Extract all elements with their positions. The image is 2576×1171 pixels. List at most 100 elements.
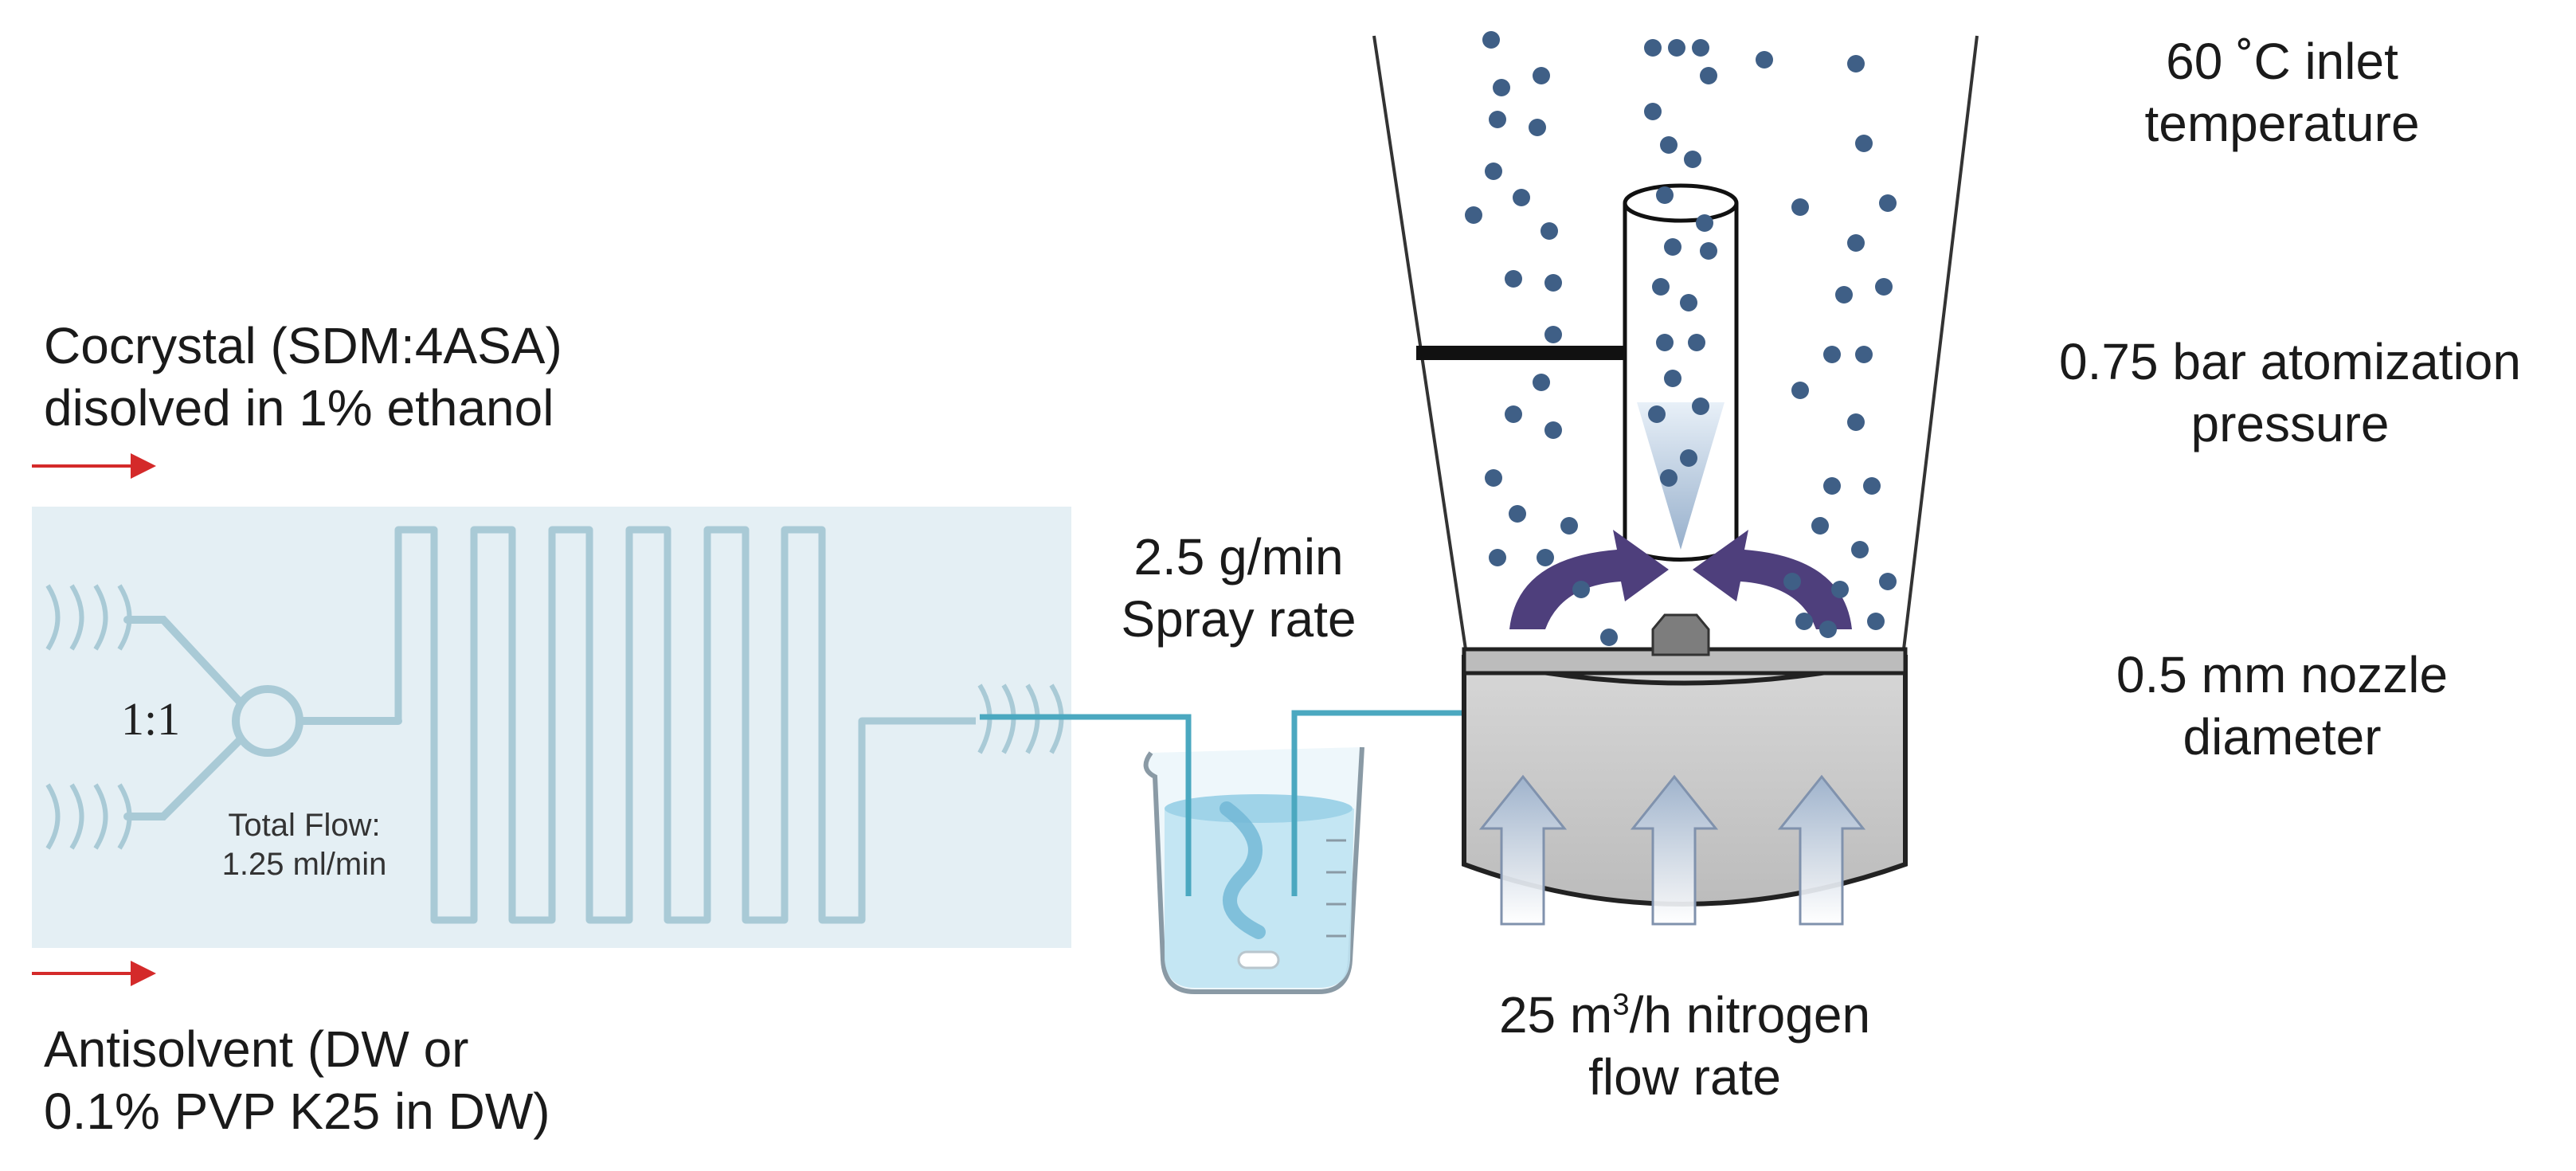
particle <box>1544 421 1562 439</box>
particle <box>1544 326 1562 343</box>
particle <box>1692 398 1709 415</box>
cocrystal-line-2: disolved in 1% ethanol <box>44 379 554 437</box>
particle <box>1855 346 1873 363</box>
antisolvent-label: Antisolvent (DW or 0.1% PVP K25 in DW) <box>44 1018 550 1142</box>
nitrogen-suffix: /h nitrogen <box>1629 986 1871 1044</box>
atomization-pressure-label: 0.75 bar atomization pressure <box>2015 331 2565 455</box>
particle <box>1879 573 1897 590</box>
particle <box>1680 449 1697 467</box>
particle <box>1529 119 1546 136</box>
nozzle-line-2: diameter <box>2183 708 2382 766</box>
particle <box>1684 151 1701 168</box>
particle <box>1533 374 1550 391</box>
particle <box>1485 469 1502 487</box>
particle <box>1668 39 1685 57</box>
particle <box>1855 135 1873 152</box>
nitrogen-line-2: flow rate <box>1588 1048 1781 1106</box>
spray-rate-label: 2.5 g/min Spray rate <box>1091 526 1386 650</box>
cocrystal-label: Cocrystal (SDM:4ASA) disolved in 1% etha… <box>44 315 562 439</box>
nitrogen-flow-label: 25 m3/h nitrogen flow rate <box>1426 984 1944 1108</box>
particle <box>1851 541 1869 558</box>
ratio-label: 1:1 <box>121 693 181 745</box>
particle <box>1664 370 1681 387</box>
swirl-arrows <box>1509 530 1852 629</box>
particle <box>1648 405 1666 423</box>
beaker <box>1143 746 1364 994</box>
particle <box>1541 222 1558 240</box>
particle <box>1831 581 1849 598</box>
nitrogen-line-1: 25 m3/h nitrogen <box>1426 984 1944 1046</box>
nozzle-line-1: 0.5 mm nozzle <box>2116 646 2449 703</box>
particle <box>1692 39 1709 57</box>
particle <box>1544 274 1562 292</box>
inlet-temperature-label: 60 ˚C inlet temperature <box>2063 30 2501 155</box>
nitrogen-prefix: 25 m <box>1498 986 1613 1044</box>
spray-rate-line-2: Spray rate <box>1121 590 1357 648</box>
particle <box>1835 286 1853 304</box>
particle <box>1600 629 1618 646</box>
particle <box>1700 242 1717 260</box>
particle <box>1847 413 1865 431</box>
cocrystal-line-1: Cocrystal (SDM:4ASA) <box>44 317 562 374</box>
particle <box>1505 405 1522 423</box>
particle <box>1572 581 1590 598</box>
antisolvent-line-1: Antisolvent (DW or <box>44 1020 469 1078</box>
particle <box>1509 505 1526 523</box>
particle <box>1652 278 1670 296</box>
total-flow-line-1: Total Flow: <box>228 808 381 843</box>
total-flow-line-2: 1.25 ml/min <box>221 846 387 882</box>
nozzle-tip <box>1651 613 1710 656</box>
particle <box>1696 214 1713 232</box>
particle <box>1700 67 1717 84</box>
particle <box>1680 294 1697 311</box>
particle <box>1482 31 1500 49</box>
particle <box>1533 67 1550 84</box>
particle <box>1660 136 1678 154</box>
particle <box>1847 55 1865 72</box>
serpentine-channel <box>394 526 976 924</box>
nitrogen-up-arrows <box>1478 774 1866 926</box>
particle <box>1875 278 1893 296</box>
inlet-temp-line-2: temperature <box>2144 95 2420 153</box>
particle <box>1823 477 1841 495</box>
particle <box>1664 238 1681 256</box>
y-junction <box>123 616 402 820</box>
particle <box>1513 189 1530 206</box>
particle <box>1863 477 1881 495</box>
spray-rate-line-1: 2.5 g/min <box>1133 528 1344 586</box>
particle <box>1489 111 1506 128</box>
particle <box>1791 382 1809 399</box>
atomization-line-1: 0.75 bar atomization <box>2059 333 2521 390</box>
particle <box>1493 79 1510 96</box>
particle <box>1791 198 1809 216</box>
nozzle-diameter-label: 0.5 mm nozzle diameter <box>2047 644 2517 768</box>
particle <box>1847 234 1865 252</box>
atomization-line-2: pressure <box>2190 395 2390 453</box>
nitrogen-superscript: 3 <box>1612 987 1630 1022</box>
spray-cone <box>1637 402 1725 550</box>
particle <box>1537 549 1554 566</box>
particle <box>1795 613 1813 630</box>
total-flow-label: Total Flow: 1.25 ml/min <box>185 806 424 884</box>
particle <box>1644 103 1662 120</box>
particle <box>1879 194 1897 212</box>
particle <box>1811 517 1829 535</box>
particle <box>1656 186 1674 204</box>
particle <box>1660 469 1678 487</box>
antisolvent-line-2: 0.1% PVP K25 in DW) <box>44 1083 550 1141</box>
drying-cone <box>1372 35 1979 650</box>
particle <box>1783 573 1801 590</box>
particle <box>1644 39 1662 57</box>
particle <box>1465 206 1482 224</box>
particles <box>1465 31 1897 646</box>
microfluidic-chip <box>32 507 1071 948</box>
particle <box>1505 270 1522 288</box>
particle <box>1819 621 1837 638</box>
particle <box>1867 613 1885 630</box>
particle <box>1823 346 1841 363</box>
particle <box>1756 51 1773 69</box>
particle <box>1560 517 1578 535</box>
particle <box>1485 163 1502 180</box>
particle <box>1489 549 1506 566</box>
